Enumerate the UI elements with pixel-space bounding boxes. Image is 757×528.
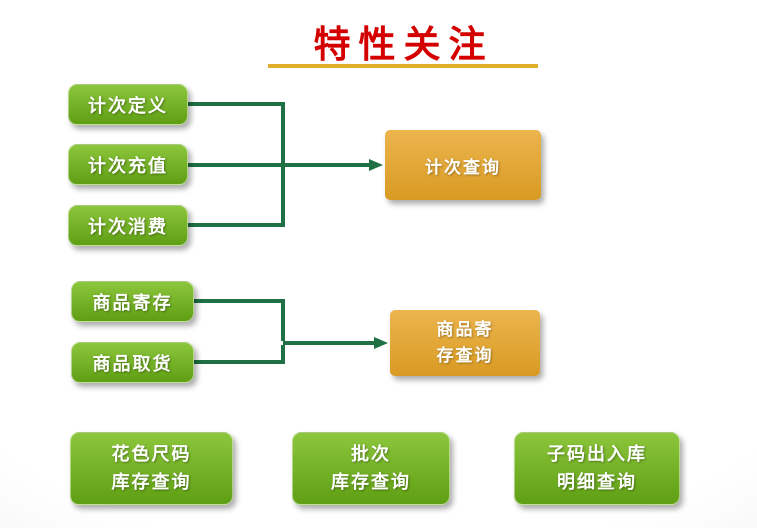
node-label: 商品寄 存查询 — [437, 317, 494, 370]
node-label-line1: 商品寄 — [436, 319, 494, 339]
connector-elbow — [188, 102, 285, 163]
node-goods-deposit: 商品寄存 — [71, 281, 194, 322]
node-label: 计次消费 — [88, 216, 168, 237]
node-label-line2: 存查询 — [436, 346, 494, 365]
node-label-line2: 明细查询 — [557, 471, 637, 492]
node-subcode-inout-detail-query: 子码出入库 明细查询 — [514, 432, 680, 505]
node-label: 商品寄存 — [92, 292, 173, 313]
node-count-consume: 计次消费 — [68, 205, 188, 246]
node-label: 子码出入库 明细查询 — [547, 441, 647, 497]
node-label-line2: 库存查询 — [111, 471, 192, 492]
connector-elbow — [188, 167, 285, 227]
node-label: 计次查询 — [425, 157, 501, 177]
node-label-line1: 子码出入库 — [547, 443, 647, 464]
node-goods-pickup: 商品取货 — [71, 342, 194, 383]
node-count-definition: 计次定义 — [68, 84, 188, 125]
node-label-line1: 批次 — [351, 443, 391, 464]
title-underline — [268, 64, 538, 68]
node-count-query: 计次查询 — [385, 130, 541, 200]
node-goods-deposit-query: 商品寄 存查询 — [390, 310, 540, 376]
node-label: 花色尺码 库存查询 — [112, 441, 192, 497]
node-label: 计次定义 — [88, 95, 168, 116]
node-label-line1: 花色尺码 — [111, 443, 192, 464]
connector-elbow — [194, 299, 285, 341]
node-count-recharge: 计次充值 — [68, 144, 188, 185]
slide-title: 特性关注 — [313, 22, 494, 66]
node-batch-stock-query: 批次 库存查询 — [292, 432, 450, 505]
node-label: 计次充值 — [88, 155, 168, 176]
node-label: 批次 库存查询 — [331, 441, 411, 497]
node-label: 商品取货 — [92, 353, 173, 374]
node-label-line2: 库存查询 — [331, 471, 411, 492]
connector-elbow — [194, 345, 285, 364]
node-color-size-stock-query: 花色尺码 库存查询 — [70, 432, 233, 505]
